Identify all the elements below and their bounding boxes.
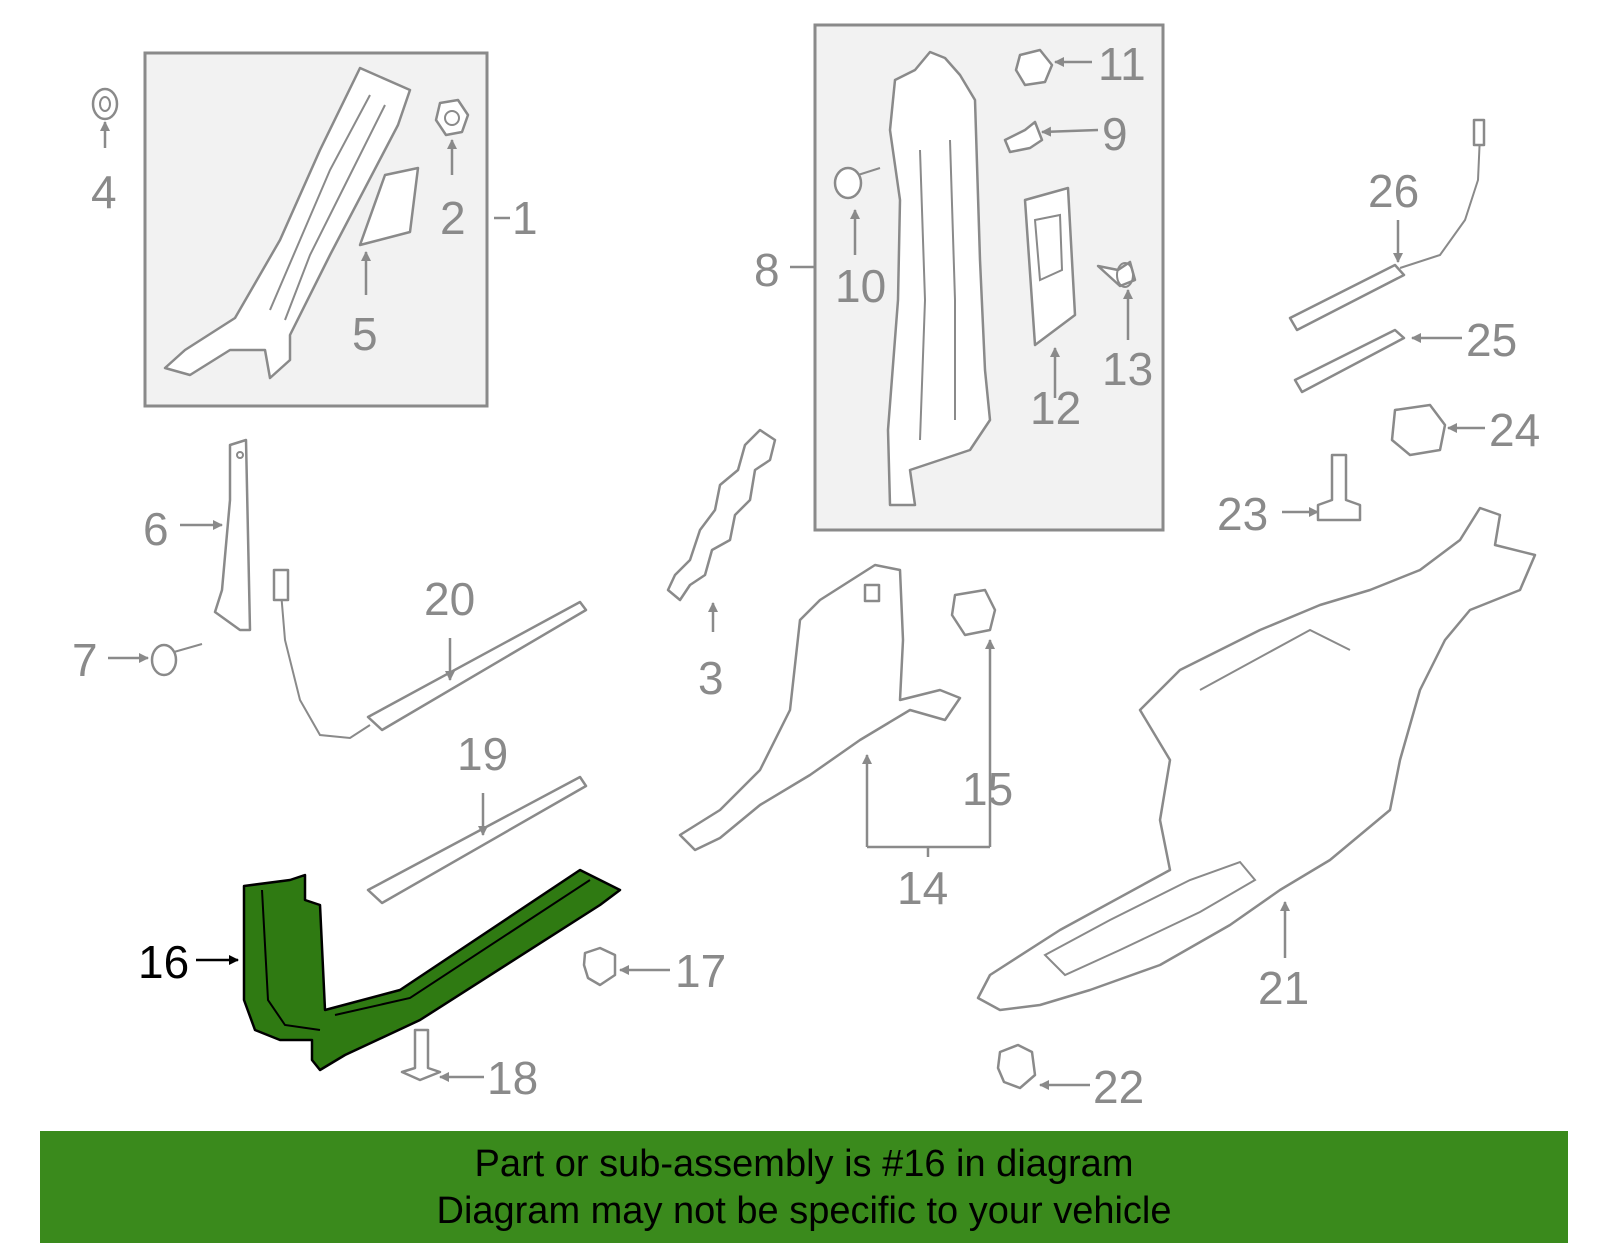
- callout-4: 4: [91, 166, 117, 218]
- callout-25: 25: [1466, 314, 1517, 366]
- callout-1: 1: [512, 192, 538, 244]
- part-clip-22[interactable]: [996, 1043, 1037, 1090]
- part-clip-17[interactable]: [582, 946, 617, 987]
- part-lower-trim-14[interactable]: [678, 563, 962, 852]
- part-trim-12[interactable]: [1023, 186, 1077, 347]
- part-a-pillar-trim[interactable]: [163, 66, 412, 380]
- part-clip-24[interactable]: [1390, 403, 1447, 457]
- part-clip-15[interactable]: [950, 588, 997, 637]
- callout-26: 26: [1368, 165, 1419, 217]
- part-rear-trim-21[interactable]: [976, 506, 1537, 1012]
- part-16-highlighted[interactable]: [242, 868, 622, 1072]
- callout-14: 14: [897, 862, 948, 914]
- part-clip-18[interactable]: [400, 1028, 442, 1082]
- callout-7: 7: [72, 634, 98, 686]
- part-sill-plate-20[interactable]: [272, 568, 588, 740]
- callout-22: 22: [1093, 1061, 1144, 1113]
- group-box-8: [813, 23, 1165, 532]
- part-washer-4[interactable]: [91, 87, 119, 121]
- part-strip-6[interactable]: [213, 438, 252, 632]
- part-pin-23[interactable]: [1316, 453, 1362, 522]
- callout-19: 19: [457, 728, 508, 780]
- callout-3: 3: [698, 652, 724, 704]
- callout-15: 15: [962, 763, 1013, 815]
- callout-13: 13: [1102, 343, 1153, 395]
- callout-5: 5: [352, 308, 378, 360]
- callout-11: 11: [1098, 38, 1146, 90]
- part-b-pillar-trim[interactable]: [886, 50, 992, 507]
- info-banner: Part or sub-assembly is #16 in diagram D…: [40, 1131, 1568, 1243]
- part-sill-plate-19[interactable]: [366, 775, 588, 905]
- callout-6: 6: [143, 503, 169, 555]
- callout-17: 17: [675, 945, 726, 997]
- callout-23: 23: [1217, 488, 1268, 540]
- callout-8: 8: [754, 244, 780, 296]
- banner-line-1: Part or sub-assembly is #16 in diagram: [474, 1143, 1134, 1185]
- callout-12: 12: [1030, 382, 1081, 434]
- part-sill-26[interactable]: [1288, 118, 1486, 332]
- leader-lines: [100, 57, 1485, 1090]
- callout-2: 2: [440, 192, 466, 244]
- part-nut-11[interactable]: [1014, 48, 1054, 87]
- part-clip-13[interactable]: [1096, 260, 1137, 288]
- part-nut-2[interactable]: [434, 98, 470, 137]
- callout-21: 21: [1258, 962, 1309, 1014]
- part-clip-10[interactable]: [833, 166, 881, 200]
- callout-10: 10: [835, 260, 886, 312]
- callout-20: 20: [424, 573, 475, 625]
- part-bracket-5[interactable]: [358, 166, 420, 247]
- part-bracket-3[interactable]: [666, 428, 777, 602]
- callout-16: 16: [138, 936, 189, 988]
- banner-line-2: Diagram may not be specific to your vehi…: [436, 1190, 1172, 1232]
- part-screw-9[interactable]: [1003, 120, 1044, 154]
- callout-9: 9: [1102, 108, 1128, 160]
- callout-18: 18: [487, 1052, 538, 1104]
- part-sill-25[interactable]: [1293, 328, 1406, 394]
- part-bolt-7[interactable]: [150, 643, 203, 677]
- callout-24: 24: [1489, 404, 1540, 456]
